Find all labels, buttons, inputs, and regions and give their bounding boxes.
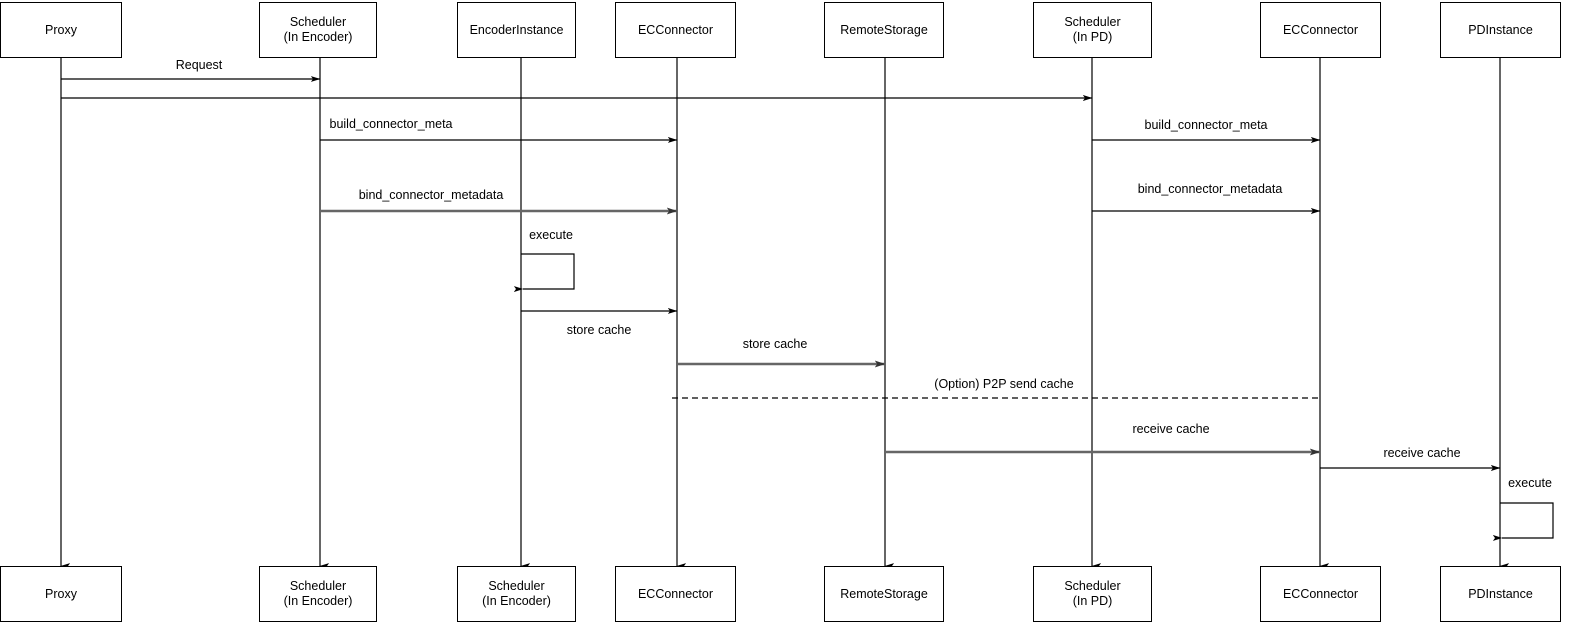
participant-label-line: PDInstance <box>1468 22 1533 37</box>
participant-label-line: ECConnector <box>1282 586 1359 601</box>
participant-box-top-remote-store[interactable]: RemoteStorage <box>824 2 944 58</box>
message-label-bind-connector-metadata-pd: bind_connector_metadata <box>1137 182 1283 196</box>
participant-label-line: ECConnector <box>1282 22 1359 37</box>
participant-label-line: Scheduler <box>1064 15 1121 29</box>
participant-label-line: (In Encoder) <box>283 594 353 608</box>
participant-label-line: (In Encoder) <box>283 30 353 44</box>
participant-box-bottom-ecconn-pd[interactable]: ECConnector <box>1260 566 1381 622</box>
participant-box-top-proxy[interactable]: Proxy <box>0 2 122 58</box>
message-group <box>61 76 1554 541</box>
message-label-store-cache-local: store cache <box>566 323 632 337</box>
participant-label-line: RemoteStorage <box>840 22 928 37</box>
participant-box-top-sched-pd[interactable]: Scheduler(In PD) <box>1033 2 1152 58</box>
message-label-bind-connector-metadata-enc: bind_connector_metadata <box>358 188 504 202</box>
message-label-build-connector-meta-enc: build_connector_meta <box>329 117 453 131</box>
message-label-store-cache-remote: store cache <box>742 337 808 351</box>
participant-box-top-pd-inst[interactable]: PDInstance <box>1440 2 1561 58</box>
participant-label-line: ECConnector <box>637 22 714 37</box>
participant-label-line: EncoderInstance <box>469 22 564 37</box>
participant-label-line: RemoteStorage <box>840 586 928 601</box>
participant-label-line: Scheduler <box>488 579 545 593</box>
participant-box-top-ecconn-enc[interactable]: ECConnector <box>615 2 736 58</box>
participant-box-bottom-remote-store[interactable]: RemoteStorage <box>824 566 944 622</box>
participant-label-line: Scheduler <box>289 15 347 29</box>
participant-label-line: Proxy <box>45 22 77 37</box>
message-label-receive-cache-pd: receive cache <box>1383 446 1461 460</box>
participant-box-top-sched-enc[interactable]: Scheduler(In Encoder) <box>259 2 377 58</box>
participant-label-line: Scheduler <box>289 579 347 593</box>
participant-label-line: Proxy <box>45 586 77 601</box>
message-label-build-connector-meta-pd: build_connector_meta <box>1144 118 1268 132</box>
message-label-execute-encoder: execute <box>529 228 573 242</box>
participant-label-line: PDInstance <box>1468 586 1533 601</box>
participant-box-bottom-pd-inst[interactable]: PDInstance <box>1440 566 1561 622</box>
participant-box-top-ecconn-pd[interactable]: ECConnector <box>1260 2 1381 58</box>
participant-label-line: (In Encoder) <box>482 594 551 608</box>
lifeline-group <box>60 58 1510 570</box>
participant-label-line: ECConnector <box>637 586 714 601</box>
participant-label-line: (In PD) <box>1072 30 1113 44</box>
participant-box-bottom-ecconn-enc[interactable]: ECConnector <box>615 566 736 622</box>
message-label-receive-cache-remote: receive cache <box>1132 422 1210 436</box>
message-label-execute-pd: execute <box>1508 476 1552 490</box>
participant-box-bottom-sched-pd[interactable]: Scheduler(In PD) <box>1033 566 1152 622</box>
participant-box-top-encoder-inst[interactable]: EncoderInstance <box>457 2 576 58</box>
participant-box-bottom-proxy[interactable]: Proxy <box>0 566 122 622</box>
participant-box-bottom-sched-enc[interactable]: Scheduler(In Encoder) <box>259 566 377 622</box>
participant-label-line: (In PD) <box>1072 594 1113 608</box>
self-message-execute-pd <box>1492 502 1554 541</box>
participant-label-line: Scheduler <box>1064 579 1121 593</box>
message-label-p2p-send-cache: (Option) P2P send cache <box>934 377 1074 391</box>
self-message-execute-encoder <box>513 253 575 292</box>
participant-box-bottom-encoder-inst[interactable]: Scheduler(In Encoder) <box>457 566 576 622</box>
message-label-request: Request <box>175 58 223 72</box>
